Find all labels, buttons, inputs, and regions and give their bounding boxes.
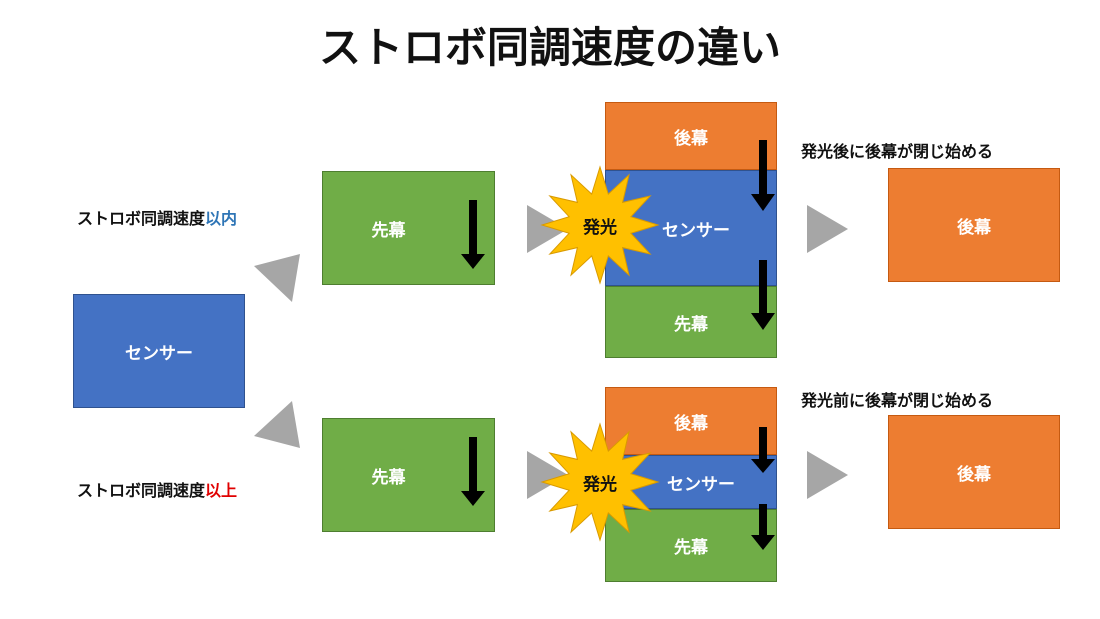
caption-within-prefix: ストロボ同調速度	[77, 209, 206, 228]
top-flow-arrow-2	[807, 205, 848, 253]
bottom-result-rear-curtain: 後幕	[888, 415, 1060, 529]
bottom-flow-arrow-2	[807, 451, 848, 499]
bottom-stack-rear-curtain-label: 後幕	[674, 413, 708, 434]
bottom-first-curtain-box: 先幕	[322, 418, 495, 532]
sensor-box: センサー	[73, 294, 245, 408]
bottom-flash-burst	[540, 422, 660, 542]
caption-within-highlight: 以内	[205, 209, 238, 228]
caption-within-sync: ストロボ同調速度以内	[77, 205, 237, 229]
top-result-label: 後幕	[957, 217, 991, 238]
bottom-stack-first-curtain-label: 先幕	[674, 538, 708, 558]
top-stack-rear-curtain-label: 後幕	[674, 128, 708, 149]
top-rear-curtain-down-arrow	[751, 140, 775, 211]
top-first-curtain-stack-down-arrow	[751, 260, 775, 330]
bottom-first-curtain-stack-down-arrow	[751, 504, 775, 550]
top-stack-rear-curtain: 後幕	[605, 102, 777, 170]
bottom-stack-rear-curtain: 後幕	[605, 387, 777, 455]
top-stack-first-curtain: 先幕	[605, 286, 777, 358]
page-title: ストロボ同調速度の違い	[318, 23, 781, 72]
bottom-flash-label: 発光	[583, 474, 617, 495]
top-flash-label: 発光	[583, 217, 617, 238]
branch-arrow-down	[254, 401, 300, 448]
bottom-result-label: 後幕	[957, 464, 991, 485]
bottom-first-curtain-down-arrow	[461, 437, 485, 506]
bottom-flow-arrow-1	[527, 451, 568, 499]
top-first-curtain-down-arrow	[461, 200, 485, 269]
caption-over-sync: ストロボ同調速度以上	[77, 477, 237, 501]
top-result-rear-curtain: 後幕	[888, 168, 1060, 282]
bottom-first-curtain-label: 先幕	[371, 467, 406, 488]
top-stack-first-curtain-label: 先幕	[674, 314, 708, 335]
top-first-curtain-label: 先幕	[371, 220, 406, 241]
top-stack-sensor-label: センサー	[662, 220, 730, 241]
sensor-label: センサー	[125, 343, 193, 364]
bottom-note: 発光前に後幕が閉じ始める	[801, 391, 994, 410]
bottom-stack-sensor-label: センサー	[667, 474, 735, 495]
top-flow-arrow-1	[527, 205, 568, 253]
bottom-rear-curtain-down-arrow	[751, 427, 775, 473]
bottom-stack-first-curtain: 先幕	[605, 509, 777, 582]
caption-over-highlight: 以上	[205, 481, 238, 500]
branch-arrow-up	[254, 254, 300, 302]
top-note: 発光後に後幕が閉じ始める	[801, 142, 994, 161]
top-first-curtain-box: 先幕	[322, 171, 495, 285]
caption-over-prefix: ストロボ同調速度	[77, 481, 206, 500]
top-flash-burst	[540, 165, 660, 285]
